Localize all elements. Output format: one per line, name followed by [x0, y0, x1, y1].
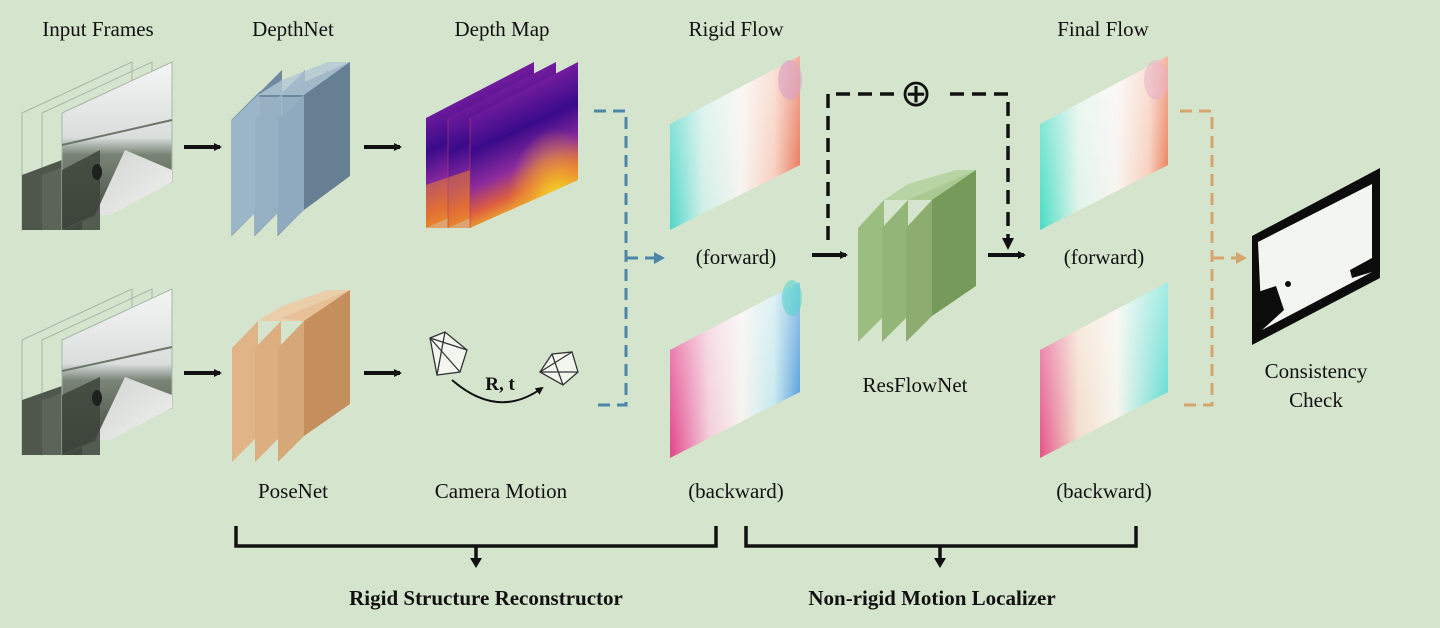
label-rigid-structure-reconstructor: Rigid Structure Reconstructor [349, 586, 623, 610]
resflownet-block [858, 170, 976, 342]
label-final-flow: Final Flow [1057, 17, 1149, 41]
label-consistency-line1: Consistency [1265, 359, 1368, 383]
label-camera-motion: Camera Motion [435, 479, 568, 503]
label-final-forward: (forward) [1064, 245, 1144, 269]
rigid-flow-backward [670, 280, 802, 458]
label-input-frames: Input Frames [42, 17, 153, 41]
bracket-nonrigid-motion [744, 526, 1138, 560]
orange-arrowhead [1236, 252, 1247, 264]
plus-icon: ⊕ [900, 71, 932, 115]
label-resflownet: ResFlowNet [863, 373, 968, 397]
bracket-rigid-arrowhead [470, 558, 482, 568]
input-frames-top [21, 61, 173, 231]
consistency-mask [1252, 168, 1380, 345]
label-rigid-forward: (forward) [696, 245, 776, 269]
camera-icon-right [539, 351, 579, 386]
residual-path [826, 92, 1010, 240]
residual-arrowhead [1002, 238, 1014, 250]
label-nonrigid-motion-localizer: Non-rigid Motion Localizer [808, 586, 1055, 610]
posenet-block [232, 290, 350, 462]
label-depth-map: Depth Map [454, 17, 549, 41]
rigid-flow-forward [670, 56, 802, 230]
label-posenet: PoseNet [258, 479, 328, 503]
final-flow-backward [1040, 282, 1168, 458]
orange-dashed-connector [1180, 109, 1238, 407]
label-rigid-flow: Rigid Flow [688, 17, 784, 41]
depthnet-block [231, 62, 350, 237]
blue-arrowhead [654, 252, 665, 264]
label-rt: R, t [485, 374, 515, 395]
label-consistency-line2: Check [1289, 388, 1343, 412]
bracket-rigid-structure [234, 526, 718, 560]
input-frames-bottom [21, 288, 173, 456]
depth-map-stack [426, 62, 578, 228]
label-rigid-backward: (backward) [688, 479, 784, 503]
camera-motion-graphic [429, 331, 579, 404]
camera-motion-arrow [451, 379, 544, 404]
label-final-backward: (backward) [1056, 479, 1152, 503]
camera-icon-left [429, 331, 468, 376]
bracket-nonrigid-arrowhead [934, 558, 946, 568]
label-depthnet: DepthNet [252, 17, 334, 41]
final-flow-forward [1040, 56, 1168, 230]
blue-dashed-connector [594, 109, 654, 407]
